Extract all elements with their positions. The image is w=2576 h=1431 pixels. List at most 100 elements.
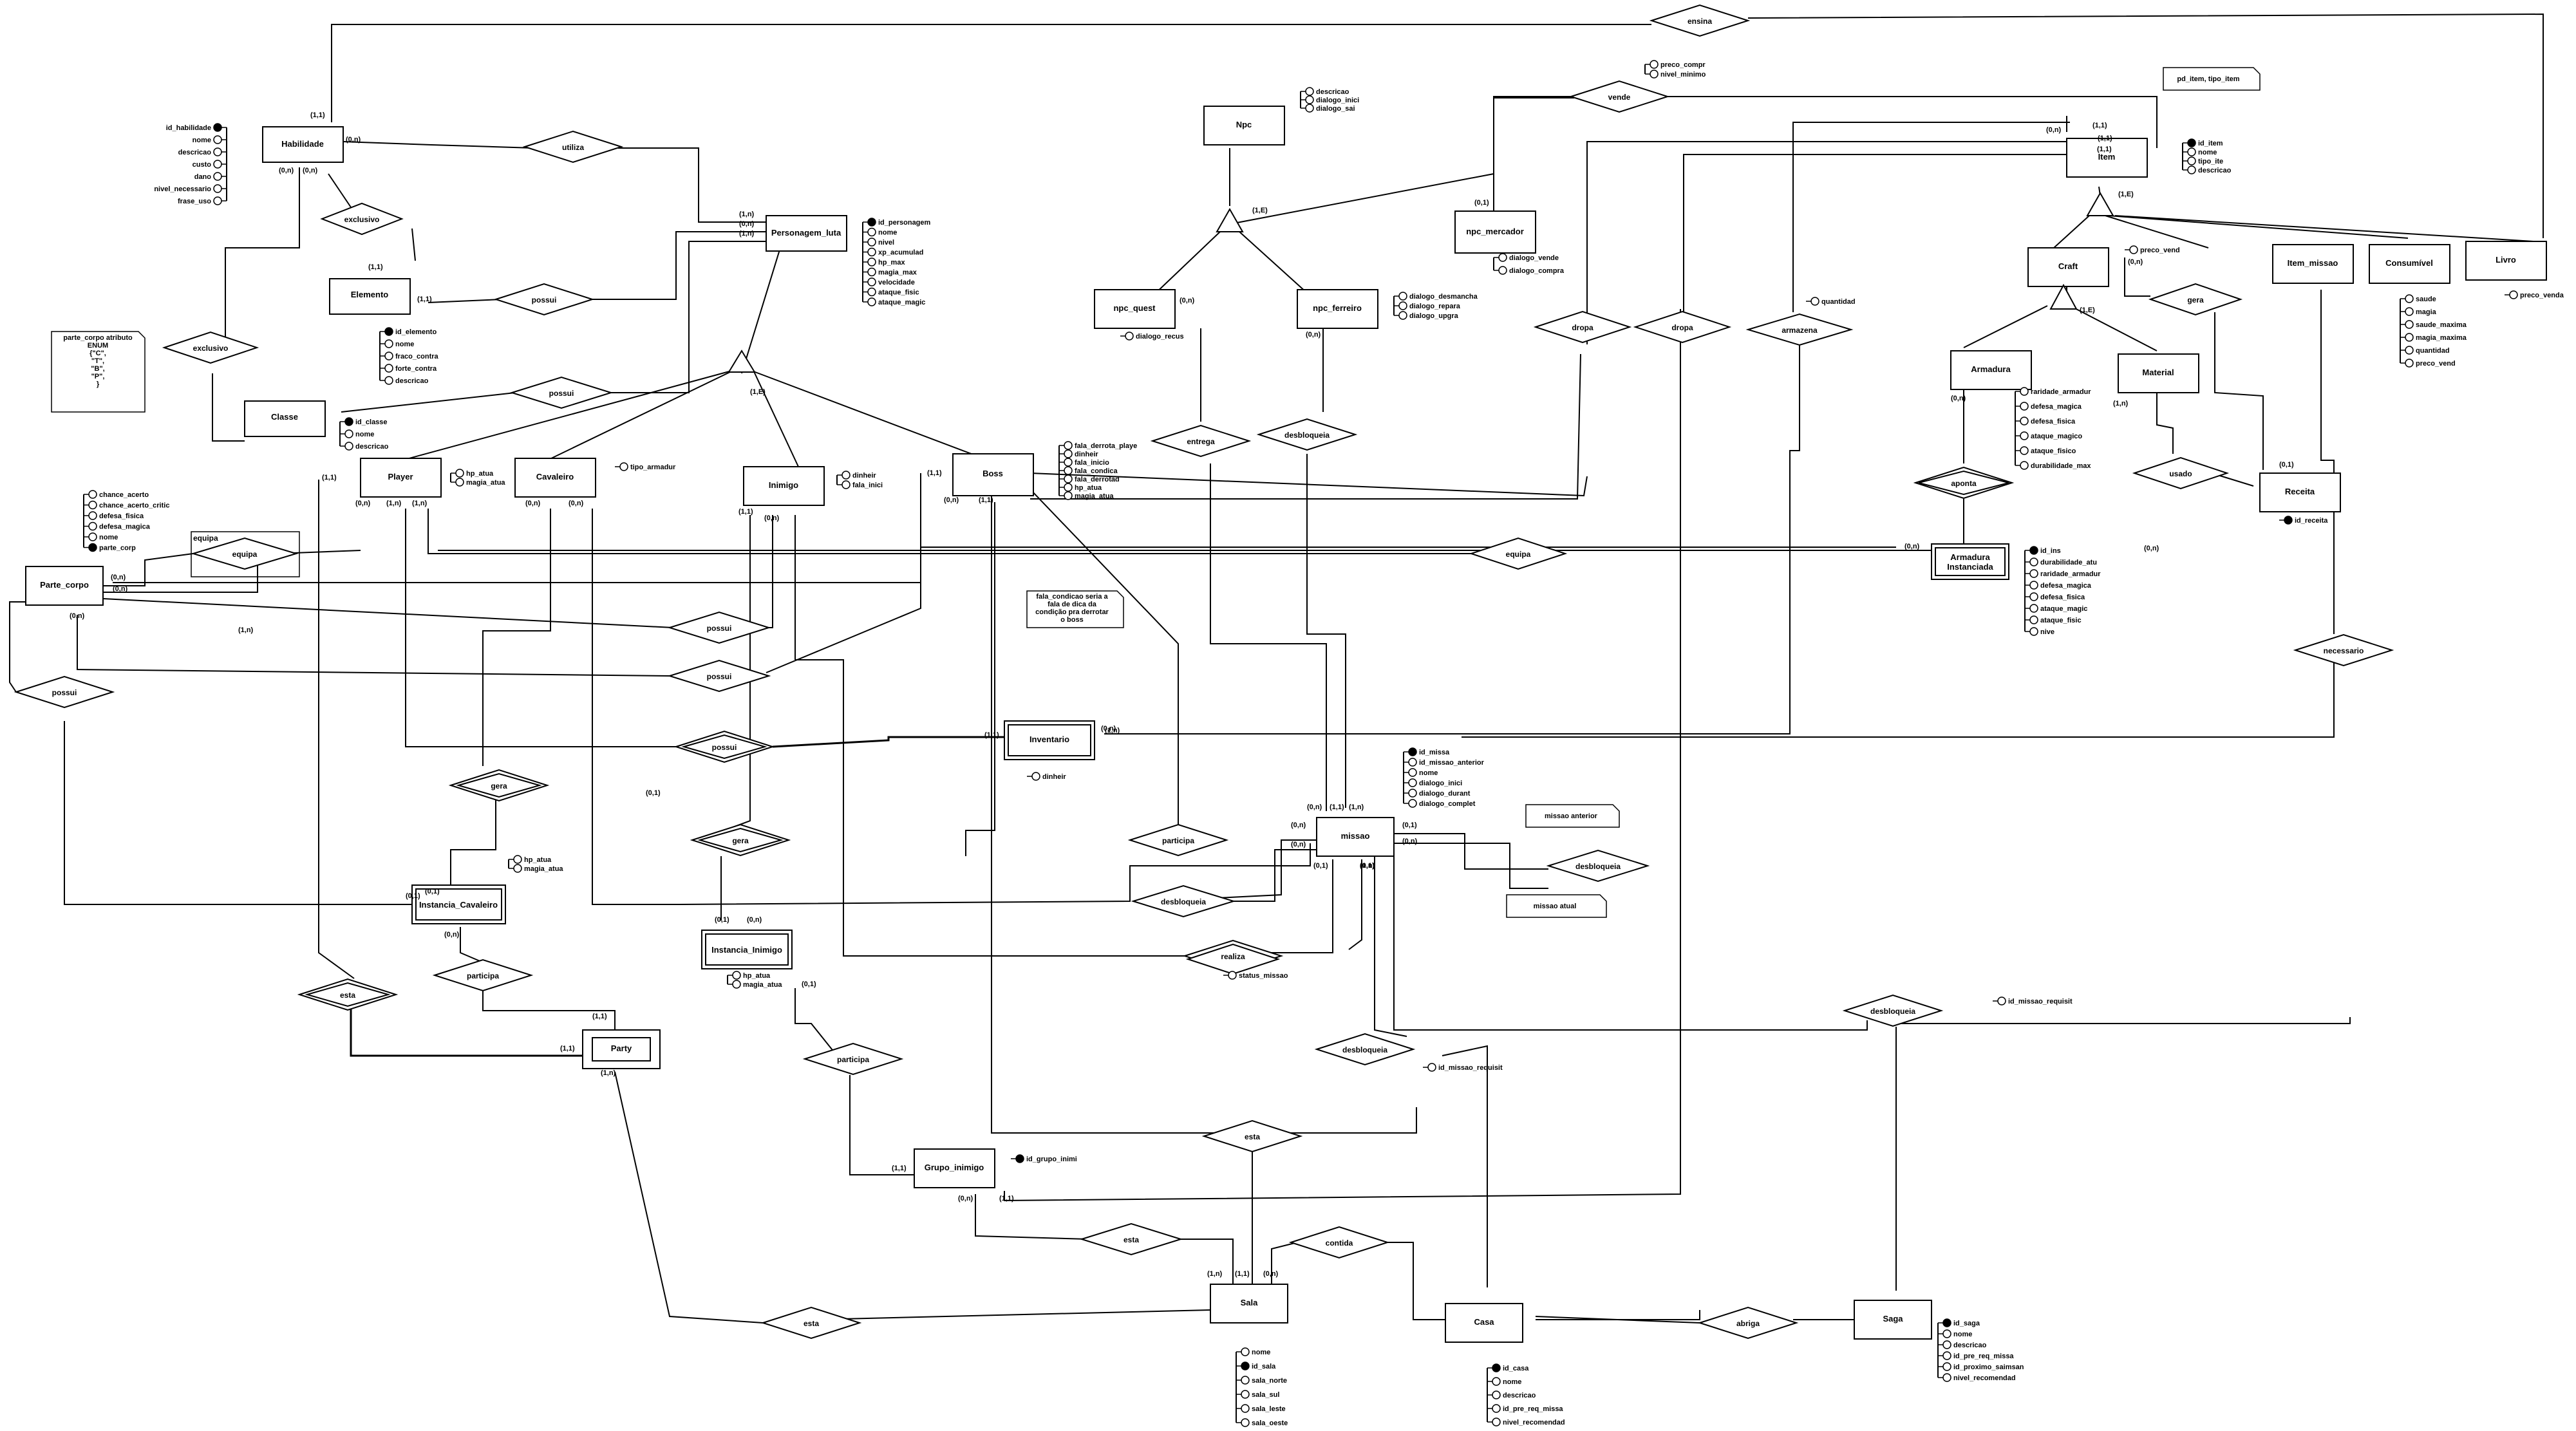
cardinality-label: (1,1) [1330, 803, 1344, 811]
attributes-missao: id_missaid_missao_anteriornomedialogo_in… [1403, 747, 1485, 808]
entity-livro[interactable] [2465, 241, 2547, 281]
entity-inimigo[interactable] [743, 466, 825, 506]
relationship-label-esta4: esta [1245, 1132, 1260, 1141]
entity-npc-quest[interactable] [1094, 289, 1176, 329]
rel-exclusivo-2[interactable] [162, 331, 259, 364]
rel-entrega[interactable] [1150, 424, 1252, 458]
note-fala-condicao-line: condição pra derrotar [1035, 608, 1109, 616]
attribute-dialogo-complet: dialogo_complet [1419, 800, 1476, 808]
attribute-dot [2020, 387, 2029, 396]
attributes-cavaleiro: tipo_armadur [615, 462, 676, 471]
attribute-dot [513, 855, 522, 864]
rel-dropa-2[interactable] [1633, 310, 1732, 344]
cardinality-label: (0,n) [303, 167, 318, 174]
rel-possui-elemento[interactable] [493, 283, 595, 316]
relationship-label-gera_craft: gera [2187, 295, 2204, 304]
specialization-triangles [728, 191, 2114, 373]
entity-parte-corpo[interactable] [25, 566, 104, 606]
relationship-label-exclusivo2: exclusivo [193, 344, 229, 353]
entity-label-saga: Saga [1883, 1314, 1903, 1323]
rel-possui-player[interactable] [667, 659, 771, 693]
cardinality-label: (0,n) [279, 167, 294, 174]
entity-sala[interactable] [1210, 1284, 1288, 1323]
attribute-defesa-magica: defesa_magica [99, 523, 151, 531]
rel-abriga[interactable] [1697, 1306, 1799, 1340]
key-attribute-dot [867, 218, 876, 227]
rel-possui-classe[interactable] [509, 376, 614, 409]
relationship-label-dropa2: dropa [1671, 323, 1693, 332]
attribute-fala-derrotad: fala_derrotad [1075, 476, 1120, 483]
attribute-dot [213, 196, 222, 205]
entity-player[interactable] [360, 458, 442, 498]
rel-desbloqueia-3[interactable] [1314, 1033, 1416, 1066]
entity-label-parte_corpo: Parte_corpo [40, 580, 89, 590]
entity-saga[interactable] [1854, 1300, 1932, 1340]
rel-equipa-2[interactable] [1469, 537, 1568, 570]
entity-item-missao[interactable] [2272, 244, 2354, 284]
rel-vende[interactable] [1568, 80, 1670, 113]
entity-material[interactable] [2118, 353, 2199, 393]
rel-gera-receita[interactable] [2148, 283, 2243, 316]
cardinality-label: (0,n) [2128, 258, 2143, 266]
attribute-parte-corp: parte_corp [99, 545, 136, 552]
entity-npc-mercador[interactable] [1454, 210, 1536, 254]
rel-necessario[interactable] [2293, 633, 2394, 667]
entity-classe[interactable] [244, 400, 326, 437]
note-missao-atual-text: missao atual [1534, 903, 1577, 910]
relationship-label-desbloqueia_f: desbloqueia [1284, 431, 1330, 440]
entity-item[interactable] [2066, 138, 2148, 178]
attribute-dot [88, 511, 97, 520]
attribute-dot [1125, 332, 1134, 341]
entity-consumivel[interactable] [2369, 244, 2450, 284]
rel-possui-inimigo[interactable] [667, 611, 771, 644]
attribute-nome: nome [1252, 1349, 1270, 1356]
rel-possui-parte-corpo[interactable] [14, 675, 115, 709]
rel-participa-1[interactable] [1127, 823, 1229, 857]
rel-participa-3[interactable] [802, 1042, 904, 1076]
rel-utiliza[interactable] [522, 130, 624, 164]
rel-armazena[interactable] [1745, 313, 1854, 346]
attribute-nive: nive [2040, 628, 2054, 636]
cardinality-label: (1,n) [739, 230, 755, 238]
entity-craft[interactable] [2027, 247, 2109, 287]
entity-cavaleiro[interactable] [514, 458, 596, 498]
rel-dropa-1[interactable] [1533, 310, 1632, 344]
attribute-magia-maxima: magia_maxima [2416, 334, 2467, 342]
entity-armadura[interactable] [1950, 350, 2032, 390]
rel-exclusivo-1[interactable] [320, 202, 404, 236]
attribute-id-elemento: id_elemento [395, 328, 437, 336]
entity-habilidade[interactable] [262, 126, 344, 163]
attribute-dot [1305, 95, 1314, 104]
entity-casa[interactable] [1445, 1303, 1523, 1343]
rel-ensina[interactable] [1649, 4, 1751, 37]
attribute-dot [867, 267, 876, 277]
entity-receita[interactable] [2259, 472, 2341, 512]
rel-desbloqueia-ferreiro[interactable] [1256, 418, 1358, 451]
attribute-dot [1064, 483, 1073, 492]
rel-equipa-1[interactable] [191, 537, 299, 570]
entity-grupo-inimigo[interactable] [914, 1148, 995, 1188]
rel-esta-4[interactable] [1201, 1119, 1303, 1153]
attribute-hp-atua: hp_atua [524, 856, 552, 864]
key-attribute-dot [2187, 138, 2196, 147]
rel-desbloqueia-4[interactable] [1842, 994, 1944, 1027]
attribute-nome: nome [99, 534, 118, 541]
attribute-id-sala: id_sala [1252, 1363, 1276, 1370]
entity-boss[interactable] [952, 453, 1034, 496]
entity-npc-ferreiro[interactable] [1297, 289, 1378, 329]
entity-missao[interactable] [1316, 817, 1395, 857]
rel-usado[interactable] [2132, 456, 2230, 490]
entity-elemento[interactable] [329, 278, 411, 315]
rel-desbloqueia-2[interactable] [1546, 849, 1650, 883]
attribute-magia-atua: magia_atua [1075, 492, 1114, 500]
rel-desbloqueia-1[interactable] [1131, 884, 1236, 918]
spec-npc-triangle [1216, 207, 1244, 232]
rel-esta-2[interactable] [760, 1306, 862, 1340]
attribute-dot [384, 339, 393, 348]
entity-npc[interactable] [1203, 106, 1285, 145]
rel-contida[interactable] [1288, 1226, 1390, 1259]
rel-participa-2[interactable] [432, 959, 534, 992]
entity-personagem-luta[interactable] [766, 215, 847, 252]
rel-esta-3[interactable] [1079, 1222, 1183, 1256]
